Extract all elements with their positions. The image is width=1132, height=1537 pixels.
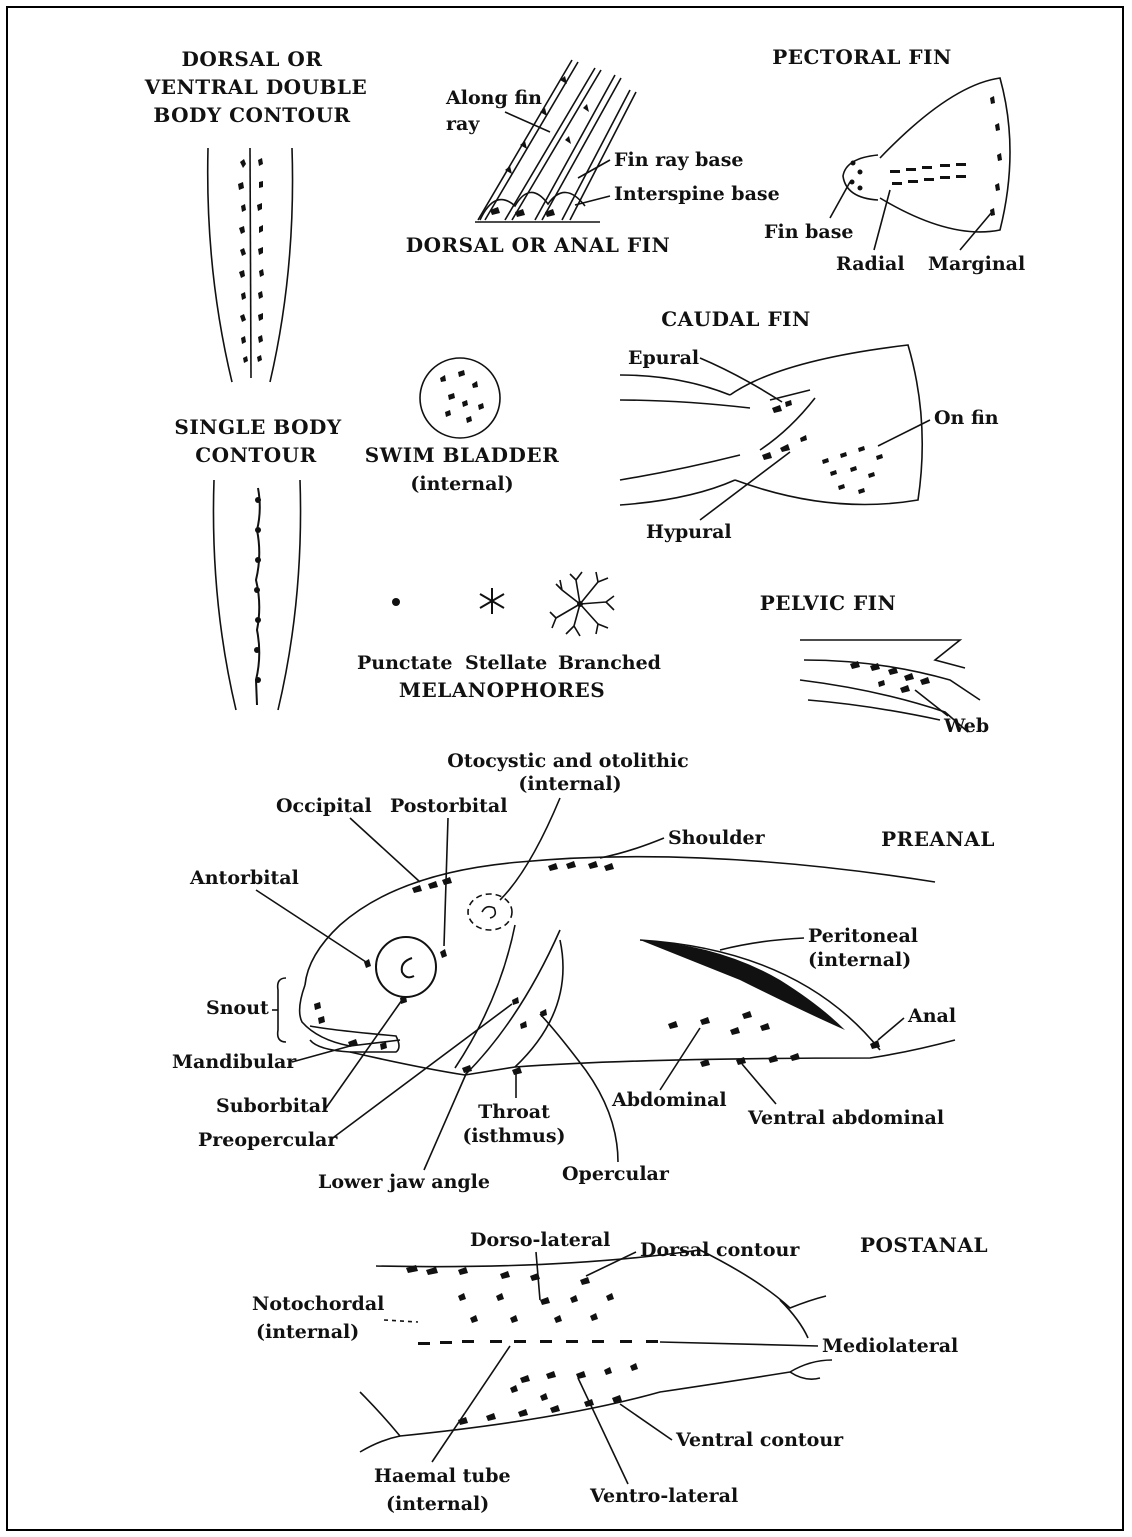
dorsal-anal-fin-panel: Along fin ray Fin ray base Interspine ba… xyxy=(406,60,780,257)
shoulder-label: Shoulder xyxy=(668,827,766,849)
swim-bladder-circle xyxy=(420,358,500,438)
opercular-label: Opercular xyxy=(562,1163,670,1185)
antorbital-label: Antorbital xyxy=(189,867,299,889)
ventro-lateral-label: Ventro-lateral xyxy=(589,1485,738,1507)
double-body-contour-panel: DORSAL OR VENTRAL DOUBLE BODY CONTOUR xyxy=(144,47,368,382)
pelvic-melanophores xyxy=(850,661,930,693)
caudal-peduncle-top xyxy=(620,375,730,395)
double-contour-title-3: BODY CONTOUR xyxy=(153,103,350,127)
throat-label-1: Throat xyxy=(478,1101,550,1123)
single-outline-left xyxy=(213,480,236,710)
postanal-panel: POSTANAL Dorso-lateral Dorsal contour No… xyxy=(252,1229,988,1515)
marginal-label: Marginal xyxy=(928,253,1025,275)
pectoral-fin-outline xyxy=(880,78,1010,232)
pelvic-fin-panel: PELVIC FIN Web xyxy=(760,591,989,737)
postanal-title: POSTANAL xyxy=(860,1233,988,1257)
suborbital-label: Suborbital xyxy=(216,1095,328,1117)
epural-label: Epural xyxy=(628,347,699,369)
haemal-tube-label-1: Haemal tube xyxy=(374,1465,511,1487)
notochordal-label-2: (internal) xyxy=(256,1321,359,1343)
along-fin-ray-label-1: Along fin xyxy=(445,87,542,109)
swim-bladder-panel: SWIM BLADDER (internal) xyxy=(365,358,559,495)
lower-jaw-angle-label: Lower jaw angle xyxy=(318,1171,490,1193)
web-label: Web xyxy=(943,715,989,737)
swim-bladder-title: SWIM BLADDER xyxy=(365,443,559,467)
mandibular-label: Mandibular xyxy=(172,1051,297,1073)
abdominal-label: Abdominal xyxy=(611,1089,727,1111)
ventral-contour-label: Ventral contour xyxy=(675,1429,844,1451)
along-fin-ray-label-2: ray xyxy=(446,113,480,135)
single-contour-melanophore-line xyxy=(256,488,260,705)
punctate-label: Punctate xyxy=(357,652,452,674)
stellate-label: Stellate xyxy=(465,652,547,674)
preanal-title: PREANAL xyxy=(881,827,995,851)
double-contour-title-2: VENTRAL DOUBLE xyxy=(144,75,368,99)
preanal-panel: PREANAL Otocyst xyxy=(172,750,995,1193)
fin-base-label: Fin base xyxy=(764,221,854,243)
peritoneal-label-1: Peritoneal xyxy=(808,925,918,947)
otocyst xyxy=(468,894,512,930)
stellate-icon xyxy=(480,588,504,614)
postanal-melanophores xyxy=(406,1265,658,1425)
ventral-abdominal-label: Ventral abdominal xyxy=(747,1107,944,1129)
snout-bracket xyxy=(278,978,286,1042)
single-outline-right xyxy=(278,480,301,710)
swim-bladder-melanophores xyxy=(440,370,484,423)
postorbital-label: Postorbital xyxy=(390,795,507,817)
interspine-base-label: Interspine base xyxy=(614,183,780,205)
pelvic-fin-title: PELVIC FIN xyxy=(760,591,897,615)
swim-bladder-note: (internal) xyxy=(410,473,513,495)
caudal-melanophores xyxy=(762,400,883,494)
body-midline xyxy=(250,148,251,378)
haemal-tube-label-2: (internal) xyxy=(386,1493,489,1515)
on-fin-label: On fin xyxy=(934,407,999,429)
pectoral-fin-panel: PECTORAL FIN Fin base Radial Marginal xyxy=(764,45,1025,275)
otocystic-label-1: Otocystic and otolithic xyxy=(447,750,688,772)
pectoral-fin-base xyxy=(843,155,878,200)
body-outline-left xyxy=(208,148,232,382)
dorsal-anal-fin-title: DORSAL OR ANAL FIN xyxy=(406,233,671,257)
punctate-icon xyxy=(392,598,400,606)
larva-snout xyxy=(300,985,400,1046)
postanal-ventral-outline xyxy=(360,1360,832,1436)
body-outline-right xyxy=(270,148,293,382)
radial-label: Radial xyxy=(836,253,905,275)
melanophore-types-panel: Punctate Stellate Branched MELANOPHORES xyxy=(357,572,661,702)
caudal-fin-panel: CAUDAL FIN Epural On fin Hypural xyxy=(620,307,999,543)
snout-label: Snout xyxy=(206,997,269,1019)
otocystic-label-2: (internal) xyxy=(518,773,621,795)
single-contour-title-2: CONTOUR xyxy=(195,443,317,467)
branched-label: Branched xyxy=(558,652,661,674)
melanophores-title: MELANOPHORES xyxy=(399,678,605,702)
pectoral-fin-title: PECTORAL FIN xyxy=(772,45,952,69)
mediolateral-label: Mediolateral xyxy=(822,1335,958,1357)
caudal-fin-title: CAUDAL FIN xyxy=(661,307,811,331)
throat-label-2: (isthmus) xyxy=(462,1125,565,1147)
caudal-fin-outline xyxy=(730,345,922,505)
single-contour-title-1: SINGLE BODY xyxy=(174,415,341,439)
double-contour-title-1: DORSAL OR xyxy=(182,47,323,71)
fin-ray-base-label: Fin ray base xyxy=(614,149,744,171)
dorso-lateral-label: Dorso-lateral xyxy=(470,1229,610,1251)
peritoneal-label-2: (internal) xyxy=(808,949,911,971)
dorsal-contour-label: Dorsal contour xyxy=(640,1239,800,1261)
preopercular-label: Preopercular xyxy=(198,1129,338,1151)
single-body-contour-panel: SINGLE BODY CONTOUR xyxy=(174,415,341,710)
hypural-label: Hypural xyxy=(646,521,732,543)
occipital-label: Occipital xyxy=(276,795,372,817)
larva-eye xyxy=(376,937,436,997)
anal-label: Anal xyxy=(907,1005,956,1027)
notochordal-label-1: Notochordal xyxy=(252,1293,384,1315)
